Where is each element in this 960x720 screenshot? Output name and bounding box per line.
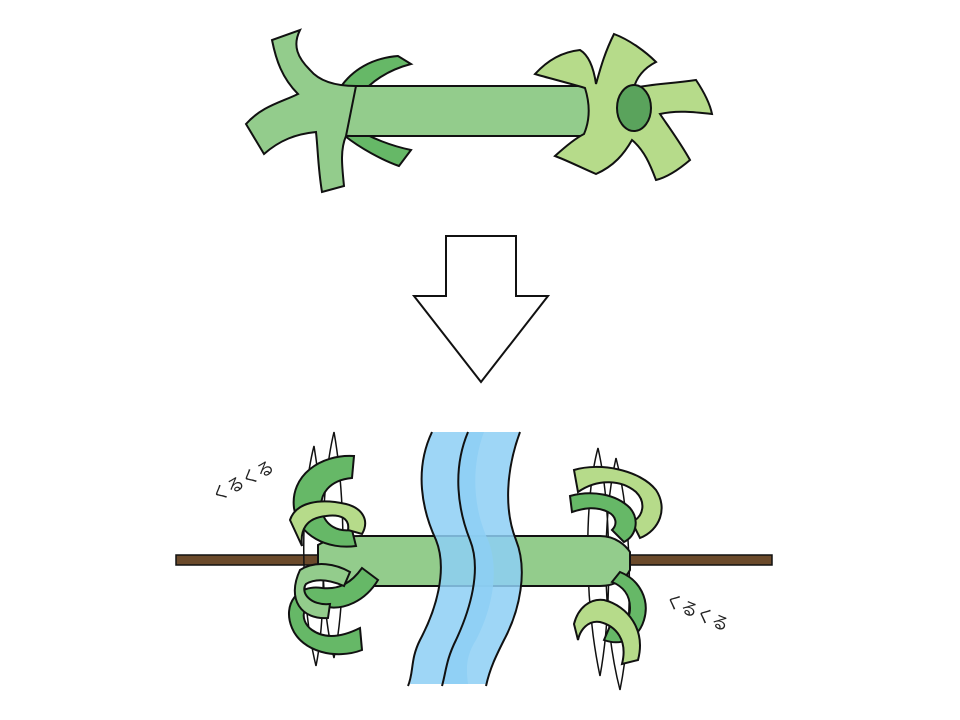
label-spin-right: くるくる: [662, 590, 732, 636]
regenerating-neuron-icon: くるくる くるくる: [175, 431, 773, 691]
nucleus: [616, 84, 652, 132]
water-stream-outlines: [407, 431, 523, 687]
water-stream-right: [444, 432, 522, 684]
curl-right-ribbon: [572, 598, 641, 666]
curl-left-mid: [293, 563, 352, 620]
curl-left-ribbon: [288, 500, 367, 547]
down-arrow-icon: [411, 235, 551, 384]
label-spin-left: くるくる: [209, 457, 278, 506]
curl-left-top: [292, 454, 358, 548]
neuron-icon: [244, 28, 714, 194]
curl-right-top: [572, 466, 663, 540]
curl-right-upper: [568, 492, 637, 544]
axon-left-branches: [244, 28, 358, 194]
